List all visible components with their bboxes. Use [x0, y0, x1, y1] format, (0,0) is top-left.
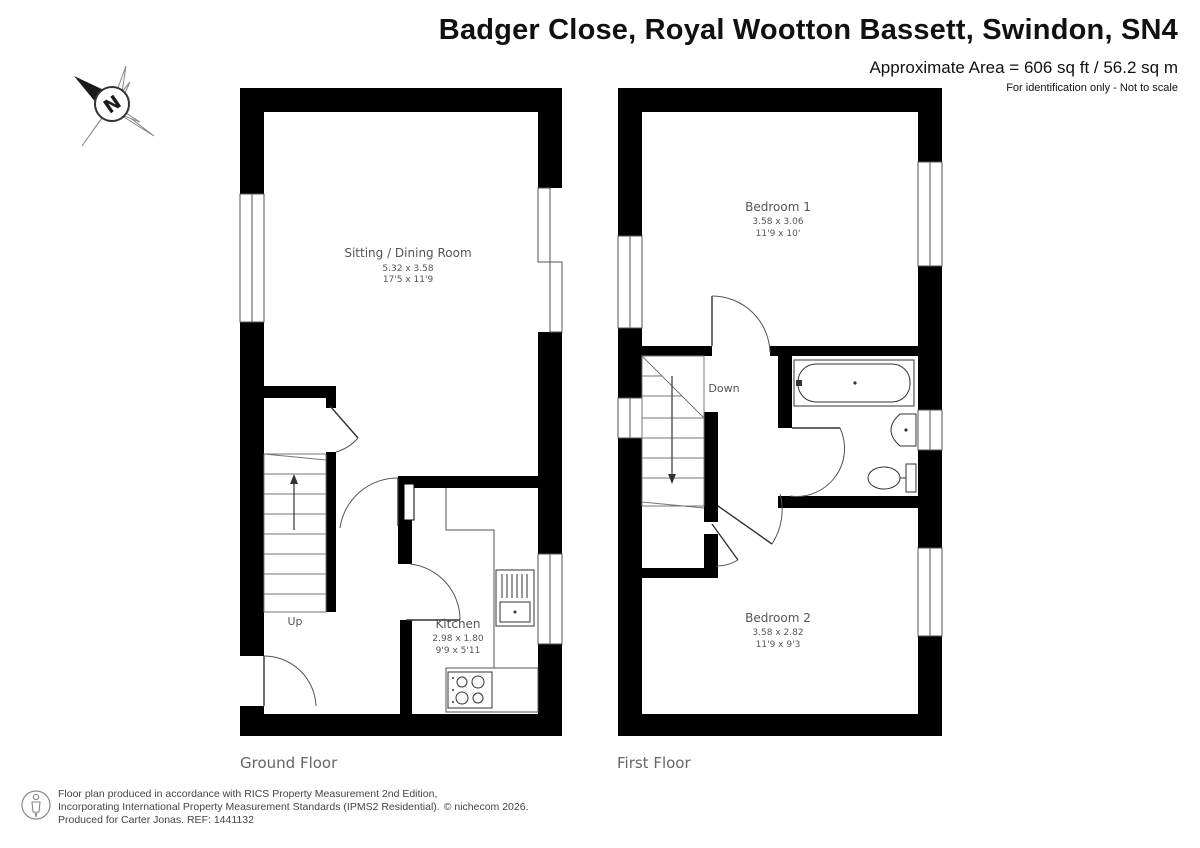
bath-tub	[793, 359, 915, 407]
bedroom2-metric: 3.58 x 2.82	[752, 628, 803, 638]
door-sitting-room	[329, 405, 359, 453]
identification-note: For identification only - Not to scale	[1006, 82, 1178, 94]
sitting-room-metric: 5.32 x 3.58	[382, 264, 433, 274]
kitchen-worktop	[445, 488, 539, 713]
front-door	[263, 655, 317, 707]
door-bedroom2	[717, 493, 783, 545]
toilet	[867, 463, 917, 493]
bedroom1-imperial: 11'9 x 10'	[756, 229, 801, 239]
bedroom1-name: Bedroom 1	[745, 200, 811, 214]
sitting-room-imperial: 17'5 x 11'9	[383, 275, 434, 285]
ground-floor-label: Ground Floor	[240, 754, 338, 772]
footer-line-1: Floor plan produced in accordance with R…	[58, 788, 438, 800]
kitchen-hob	[447, 671, 493, 709]
sitting-room-name: Sitting / Dining Room	[344, 246, 471, 260]
approximate-area: Approximate Area = 606 sq ft / 56.2 sq m	[869, 58, 1178, 77]
landing-window-upper	[617, 235, 643, 329]
door-kitchen	[406, 563, 461, 621]
kitchen-window	[537, 553, 563, 645]
footer-line-2-text: Incorporating International Property Mea…	[58, 801, 440, 813]
kitchen-name: Kitchen	[435, 617, 480, 631]
landing-window-lower	[617, 397, 643, 439]
ground-floor-stairs	[263, 453, 327, 613]
footer-line-2: Incorporating International Property Mea…	[58, 801, 529, 814]
first-floor-label: First Floor	[617, 754, 691, 772]
footer-line-3: Produced for Carter Jonas. REF: 1441132	[58, 814, 254, 826]
bedroom2-name: Bedroom 2	[745, 611, 811, 625]
ground-floor-window-left	[239, 193, 265, 323]
person-icon	[21, 790, 51, 820]
bedroom2-window	[917, 547, 943, 637]
kitchen-imperial: 9'9 x 5'11	[436, 646, 481, 656]
kitchen-sink	[495, 569, 535, 627]
door-cupboard	[711, 523, 739, 567]
ground-floor-window-right-lower	[549, 261, 563, 333]
bedroom1-window	[917, 161, 943, 267]
door-hall	[339, 477, 399, 529]
first-floor-plan: Bedroom 1 3.58 x 3.06 11'9 x 10' Bedroom…	[617, 88, 943, 736]
door-bathroom	[789, 427, 846, 497]
bedroom2-imperial: 11'9 x 9'3	[756, 640, 801, 650]
stairs-down-label: Down	[708, 382, 739, 395]
ground-floor-plan: Sitting / Dining Room 5.32 x 3.58 17'5 x…	[239, 88, 563, 736]
wash-basin	[890, 413, 917, 447]
compass-icon: N	[74, 65, 155, 147]
ground-floor-window-right-upper	[537, 187, 551, 263]
first-floor-stairs	[641, 355, 705, 509]
kitchen-metric: 2.98 x 1.80	[432, 634, 483, 644]
bathroom-window	[917, 409, 943, 451]
footer-copyright: © nichecom 2026.	[443, 801, 529, 813]
property-title: Badger Close, Royal Wootton Bassett, Swi…	[438, 14, 1178, 46]
door-bedroom1	[711, 295, 771, 353]
footer-notes: Floor plan produced in accordance with R…	[58, 788, 529, 827]
bedroom1-metric: 3.58 x 3.06	[752, 217, 803, 227]
stairs-up-label: Up	[287, 615, 302, 628]
